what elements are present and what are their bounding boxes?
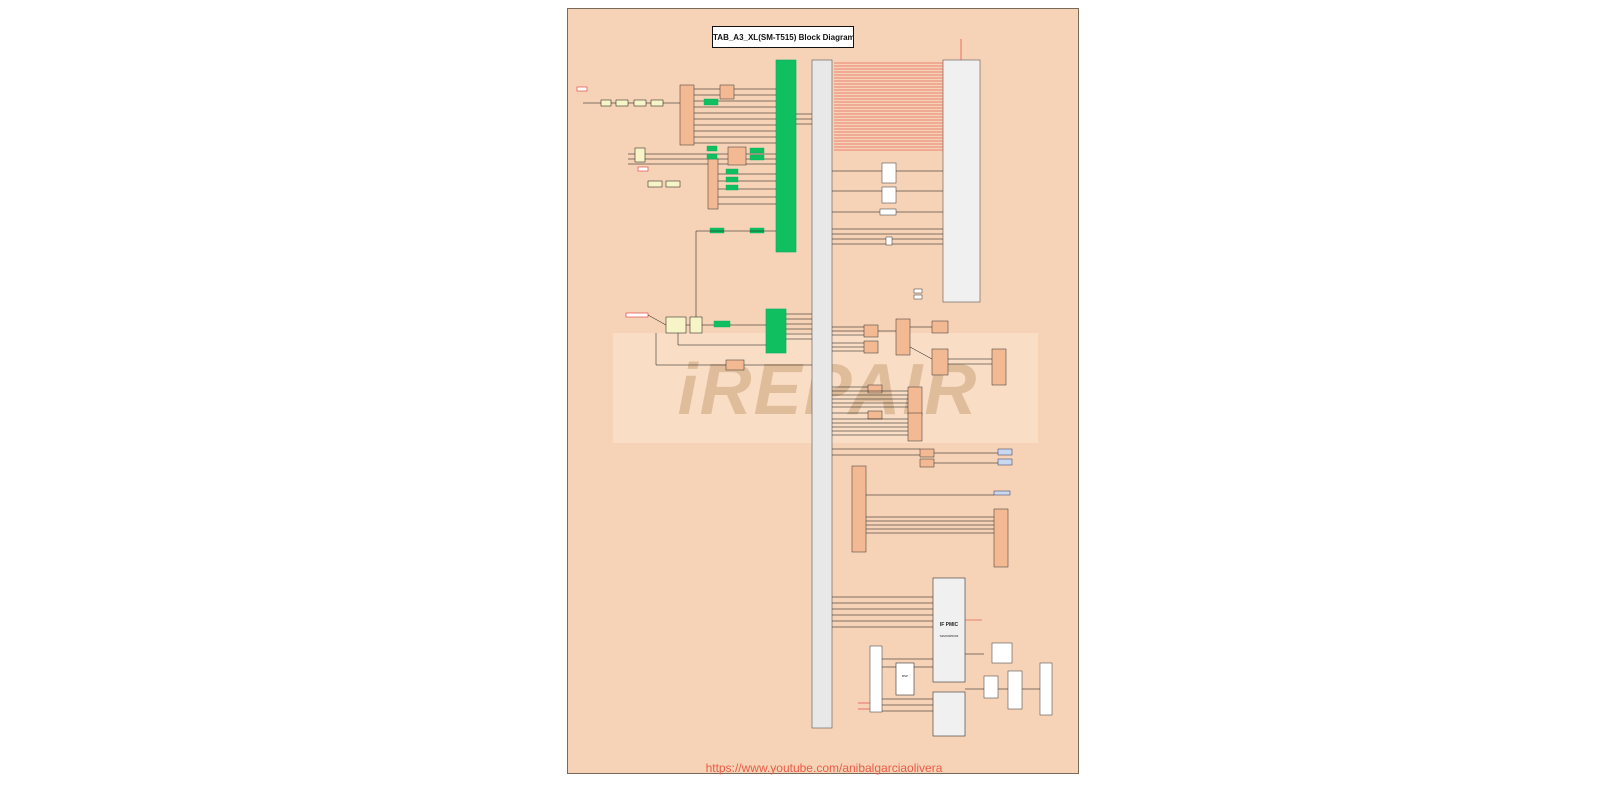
antenna-marker-2 — [637, 166, 649, 172]
red-signal-lines — [834, 39, 962, 151]
block-diagram-canvas: IF PMIC S2MU005X03 BSP — [576, 39, 1053, 737]
connectivity-block — [765, 308, 787, 354]
connector-blocks — [993, 448, 1013, 496]
memory-block — [942, 59, 981, 303]
ifpmic-label: IF PMIC — [940, 622, 959, 628]
bsp-block — [895, 662, 915, 696]
rf-transceiver-block — [775, 59, 797, 253]
sensor-blocks — [869, 162, 1053, 716]
antenna-marker-1 — [576, 86, 588, 92]
pmic-block — [932, 691, 966, 737]
ifpmic-block — [932, 577, 966, 683]
power-input-marker — [625, 312, 649, 318]
pmic-red-lines — [858, 619, 982, 710]
footer-url[interactable]: https://www.youtube.com/anibalgarciaoliv… — [705, 761, 943, 775]
bsp-label: BSP — [902, 674, 908, 678]
rf-front-end — [583, 99, 681, 188]
schematic-sheet: TAB_A3_XL(SM-T515) Block Diagram iREPAIR — [567, 8, 1079, 775]
rf-modules — [679, 84, 1009, 568]
ap-bus-column — [811, 59, 833, 729]
power-path — [647, 230, 812, 366]
ifpmic-part-label: S2MU005X03 — [940, 634, 959, 638]
rf-filters — [703, 98, 765, 328]
diagram-title: TAB_A3_XL(SM-T515) Block Diagram — [712, 26, 854, 48]
